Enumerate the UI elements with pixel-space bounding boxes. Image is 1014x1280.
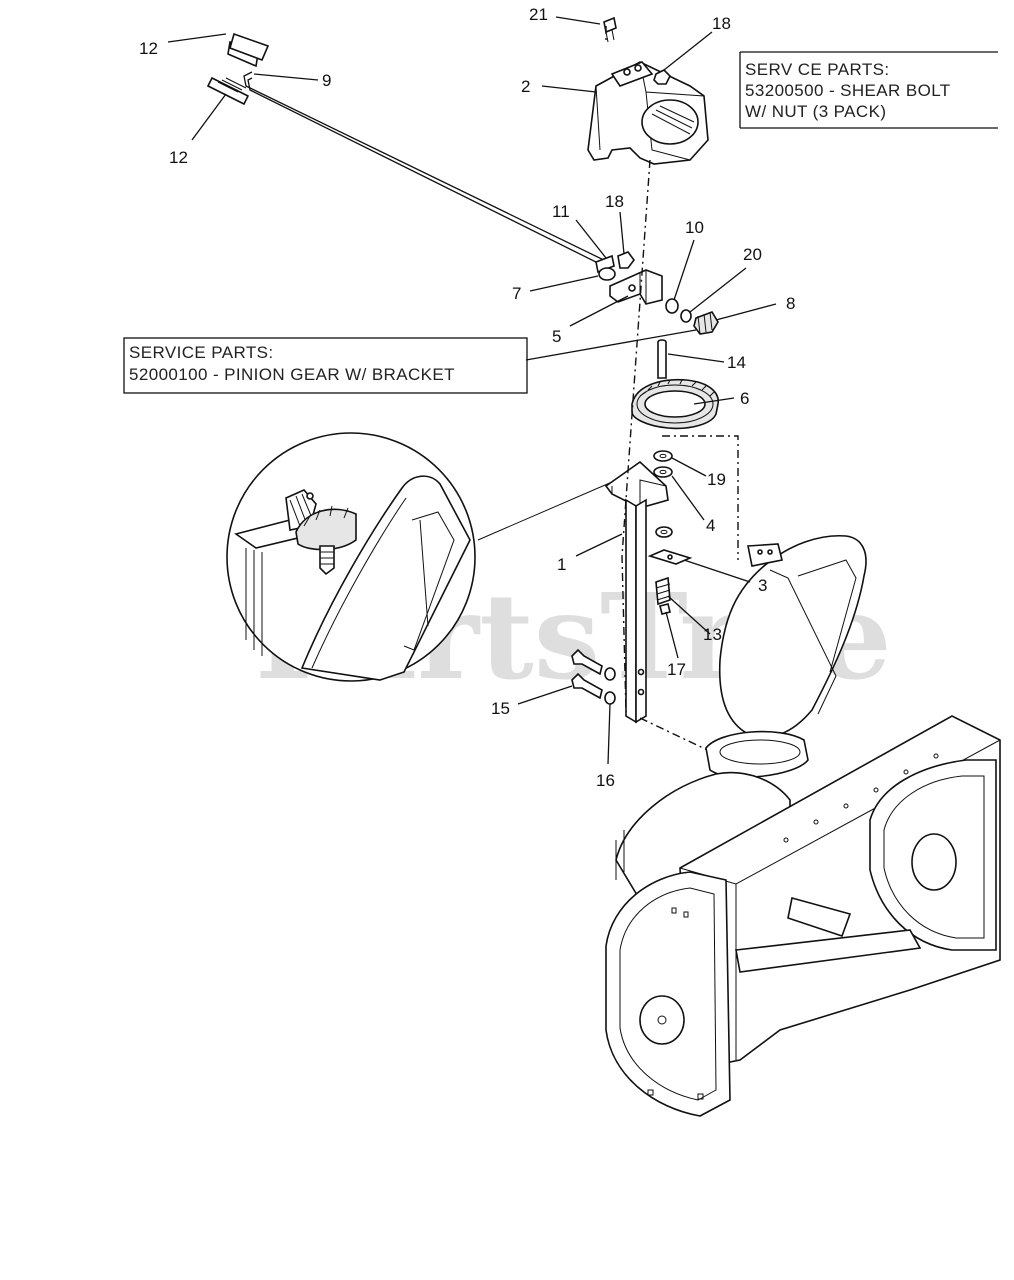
- pin-14: [657, 339, 667, 379]
- callout-labels: 21 18 12 9 2 12 11 18 10 20 7 8 5 14 6 1…: [139, 5, 795, 790]
- leader-lines: [167, 16, 777, 765]
- callout-3: 3: [758, 576, 767, 595]
- callout-16: 16: [596, 771, 615, 790]
- support-bracket-1: [604, 460, 669, 724]
- callout-12-bottom: 12: [169, 148, 188, 167]
- callout-20: 20: [743, 245, 762, 264]
- callout-1: 1: [557, 555, 566, 574]
- washer-4b: [655, 526, 673, 538]
- pinion-bracket-assembly: [595, 251, 719, 335]
- spring-13: [655, 576, 671, 606]
- auger-housing: [605, 715, 1001, 1117]
- service-parts-pinion-box: SERVICE PARTS: 52000100 - PINION GEAR W/…: [123, 337, 528, 394]
- carriage-bolts-15: [571, 648, 603, 700]
- washer-4a: [653, 466, 673, 478]
- callout-18-top: 18: [712, 14, 731, 33]
- callout-4: 4: [706, 516, 715, 535]
- callout-17: 17: [667, 660, 686, 679]
- plate-3: [647, 549, 693, 565]
- callout-8: 8: [786, 294, 795, 313]
- callout-7: 7: [512, 284, 521, 303]
- bracket-5: [609, 269, 663, 305]
- nut-17: [659, 603, 671, 615]
- callout-15: 15: [491, 699, 510, 718]
- service-parts-shear-bolt-box: SERV CE PARTS: 53200500 - SHEAR BOLT W/ …: [739, 51, 998, 129]
- callout-10: 10: [685, 218, 704, 237]
- callout-14: 14: [727, 353, 746, 372]
- callout-13: 13: [703, 625, 722, 644]
- clip-11: [595, 254, 615, 274]
- washer-19: [653, 450, 673, 462]
- auger-blade: [787, 897, 852, 938]
- callout-18-bracket: 18: [605, 192, 624, 211]
- inset-ring-gear: [295, 508, 357, 551]
- callout-19: 19: [707, 470, 726, 489]
- flange-nuts-16: [604, 667, 616, 705]
- chute-deflector: [587, 61, 709, 165]
- shear-service-desc: W/ NUT (3 PACK): [745, 102, 886, 121]
- callout-6: 6: [740, 389, 749, 408]
- rod-crank-grip-top-cap: [229, 32, 270, 62]
- inset-spring: [319, 545, 335, 576]
- left-side-plate: [605, 871, 731, 1117]
- rod-crank-grip-bottom: [206, 76, 250, 106]
- pinion-service-part: 52000100 - PINION GEAR W/ BRACKET: [129, 365, 455, 384]
- callout-2: 2: [521, 77, 530, 96]
- right-bearing-plate: [911, 833, 957, 891]
- shear-service-part: 53200500 - SHEAR BOLT: [745, 81, 951, 100]
- callout-21: 21: [529, 5, 548, 24]
- chute-tab: [747, 543, 783, 567]
- deflector-bowl: [641, 99, 699, 145]
- washer-7: [598, 267, 616, 281]
- discharge-chute: [705, 534, 867, 779]
- nut-18-bracket: [617, 251, 635, 269]
- chute-control-rod: [206, 32, 613, 271]
- callout-12-top: 12: [139, 39, 158, 58]
- callout-11: 11: [552, 202, 570, 221]
- left-bearing-plate: [639, 995, 685, 1045]
- shear-service-title: SERV CE PARTS:: [745, 60, 889, 79]
- callout-9: 9: [322, 71, 331, 90]
- pinion-service-title: SERVICE PARTS:: [129, 343, 273, 362]
- washer-10: [665, 298, 679, 314]
- callout-5: 5: [552, 327, 561, 346]
- ring-gear-6: [631, 378, 719, 430]
- washer-20: [680, 309, 692, 323]
- inset-detail-view: [226, 432, 613, 682]
